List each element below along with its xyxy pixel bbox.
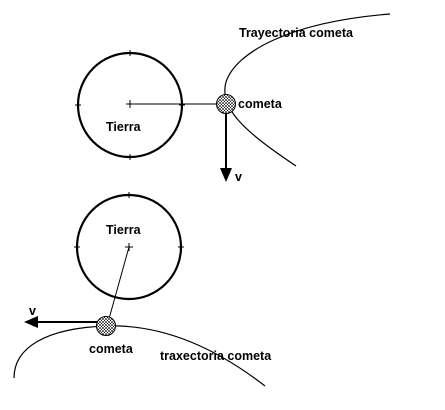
velocity-label-top: v [235, 170, 242, 184]
trajectory-curve-top [224, 13, 391, 167]
velocity-arrowhead-top [220, 168, 232, 182]
bottom-diagram: Tierra cometa traxectoria cometa v [13, 192, 272, 387]
velocity-label-bottom: v [29, 304, 36, 318]
radius-line-bottom [106, 246, 130, 327]
planet-label-bottom: Tierra [106, 223, 142, 237]
top-diagram: Tierra cometa Trayectoria cometa v [75, 13, 391, 184]
comet-top [216, 94, 236, 114]
comet-label-bottom: cometa [89, 342, 134, 356]
velocity-arrowhead-bottom [24, 316, 38, 328]
trajectory-label-bottom: traxectoria cometa [160, 349, 272, 363]
comet-bottom [96, 316, 116, 336]
comet-label-top: cometa [238, 97, 283, 111]
planet-label-top: Tierra [106, 120, 142, 134]
trajectory-label-top: Trayectoria cometa [239, 26, 354, 40]
